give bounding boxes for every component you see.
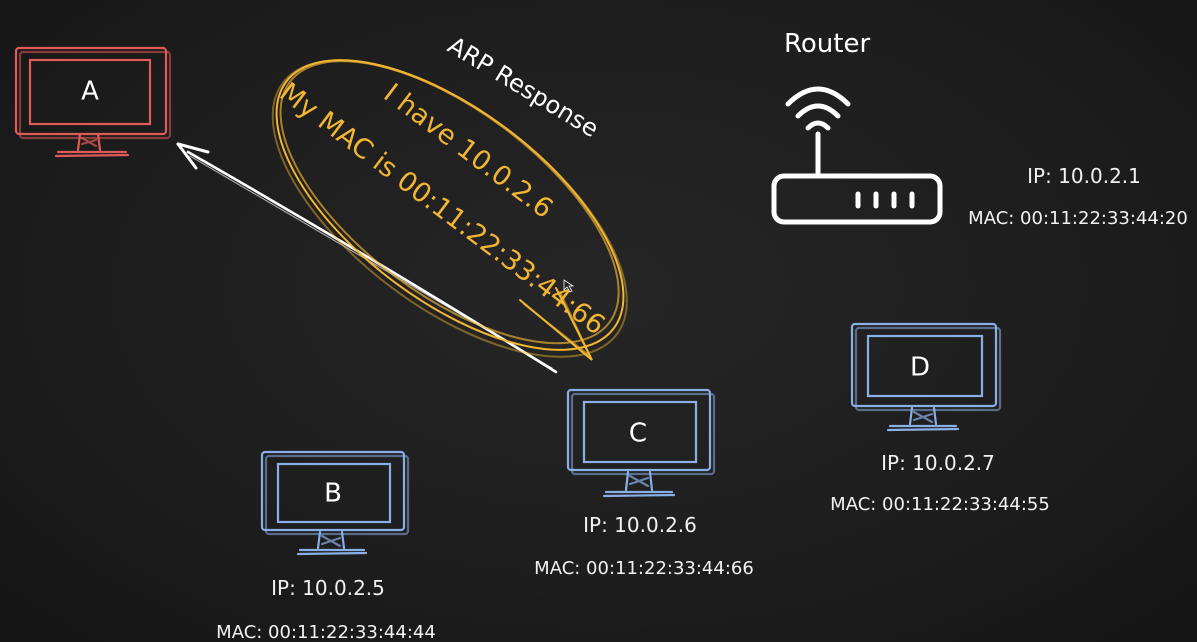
node-d-ip: IP: 10.0.2.7 [881, 451, 995, 475]
node-d-label: D [910, 353, 930, 383]
speech-bubble [271, 59, 628, 361]
node-c-ip: IP: 10.0.2.6 [583, 513, 697, 537]
monitor-d: D [850, 322, 1002, 432]
node-c-mac: MAC: 00:11:22:33:44:66 [534, 558, 754, 579]
wifi-router-icon [771, 86, 943, 225]
monitor-icon [850, 322, 1002, 432]
node-d-mac: MAC: 00:11:22:33:44:55 [830, 494, 1050, 515]
node-a-label: A [81, 77, 99, 107]
monitor-b: B [260, 450, 410, 556]
monitor-c: C [566, 388, 716, 498]
router-label: Router [784, 29, 870, 59]
monitor-icon [566, 388, 716, 498]
monitor-a: A [14, 46, 172, 158]
cursor-icon [563, 279, 575, 293]
router-mac: MAC: 00:11:22:33:44:20 [968, 208, 1188, 229]
node-c-label: C [629, 419, 647, 449]
router-ip: IP: 10.0.2.1 [1027, 164, 1141, 188]
node-b-ip: IP: 10.0.2.5 [271, 576, 385, 600]
monitor-icon [260, 450, 410, 556]
monitor-icon [14, 46, 172, 158]
node-b-mac: MAC: 00:11:22:33:44:44 [216, 622, 436, 642]
arp-response-title: ARP Response [443, 31, 604, 143]
node-b-label: B [324, 479, 342, 509]
